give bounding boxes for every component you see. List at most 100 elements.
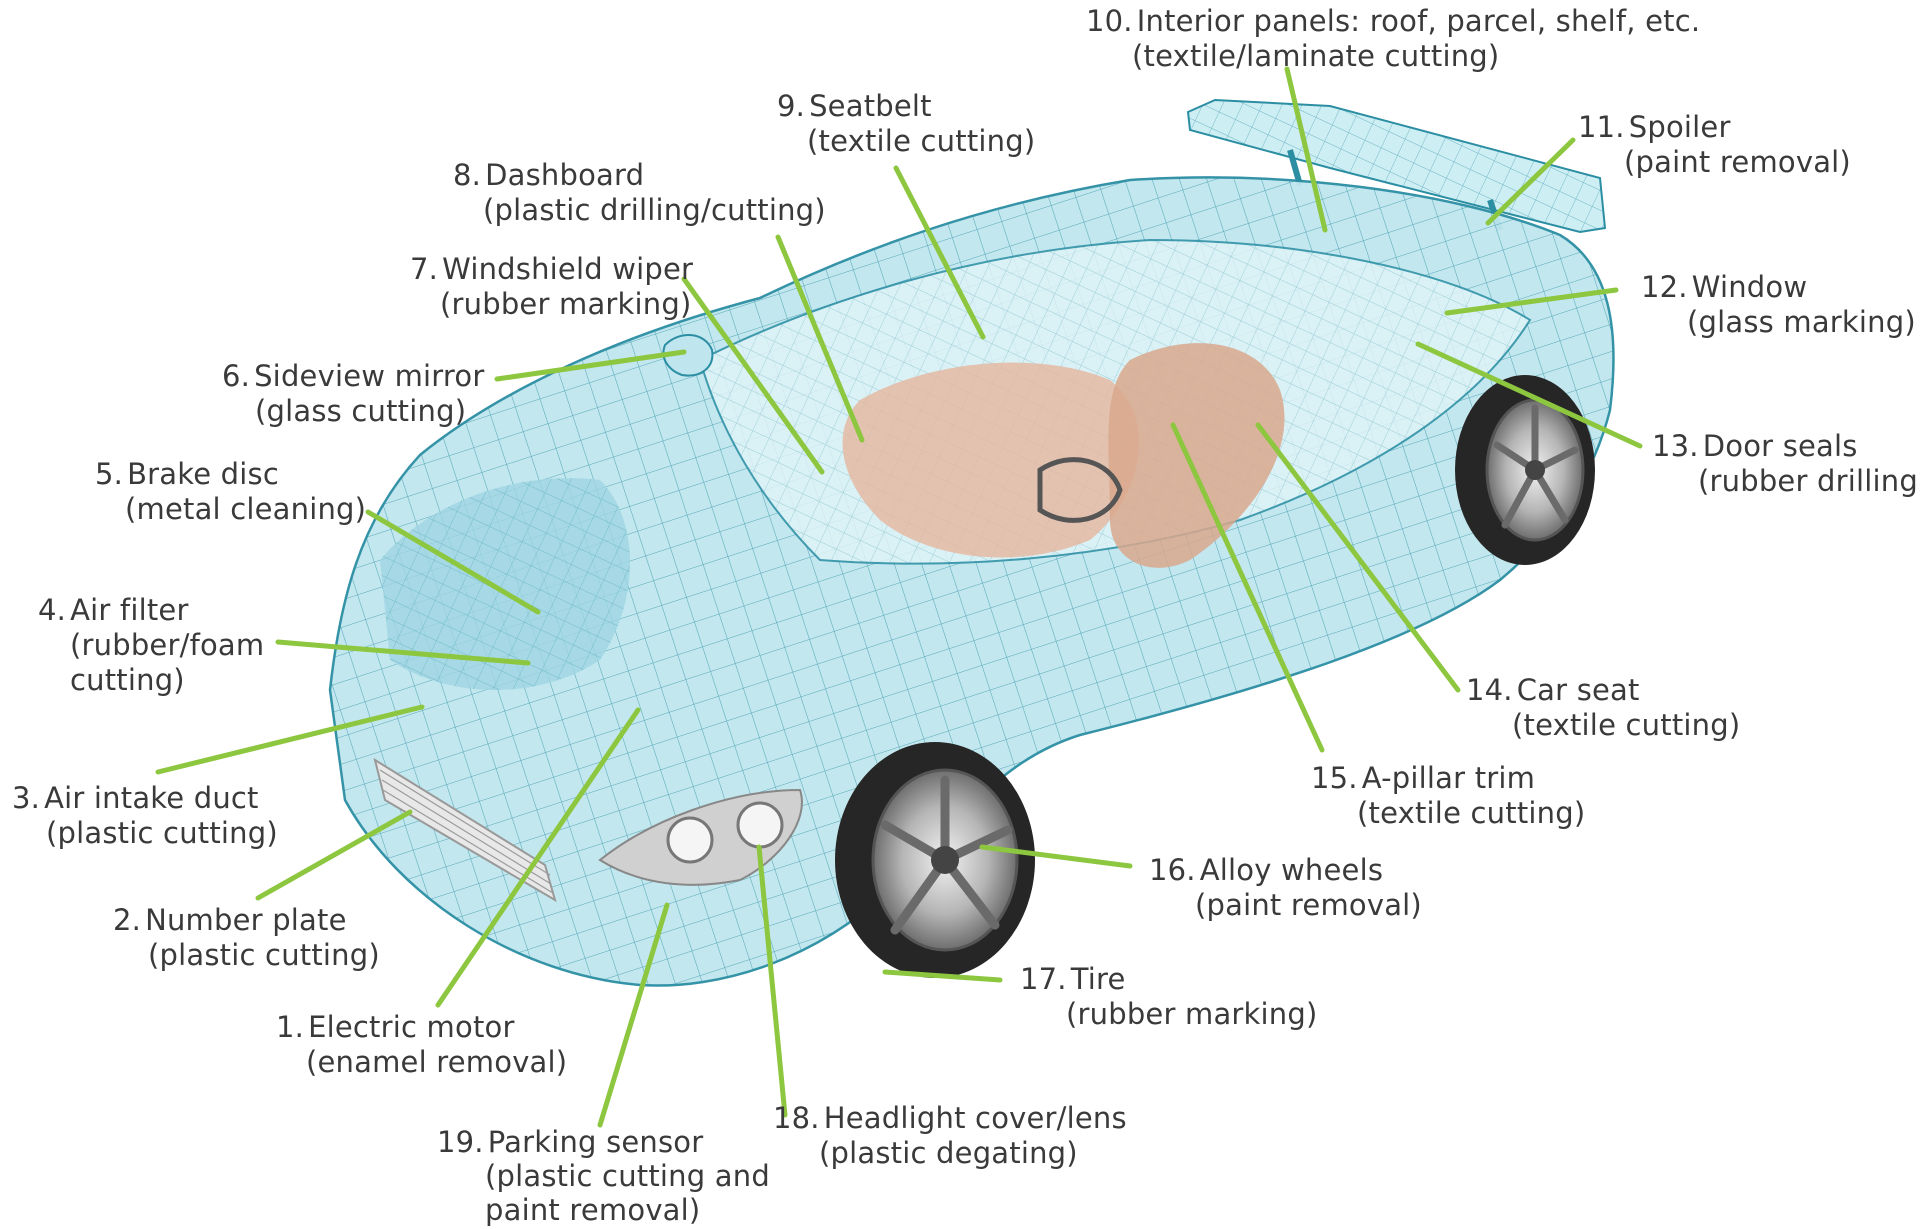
leader-10: [1284, 66, 1328, 233]
callout-subtitle: (textile cutting): [1357, 796, 1586, 830]
callout-title: Number plate: [145, 903, 347, 937]
callout-subtitle: (plastic drilling/cutting): [483, 193, 826, 227]
leader-11: [1485, 137, 1576, 226]
leader-3: [155, 704, 425, 775]
callout-title: Air filter: [70, 593, 189, 627]
callout-3: 3.Air intake duct (plastic cutting): [12, 781, 278, 851]
callout-14: 14.Car seat (textile cutting): [1466, 673, 1740, 743]
leader-6: [494, 349, 687, 382]
callout-title: Door seals: [1702, 429, 1858, 463]
callout-number: 4.: [38, 593, 67, 627]
callout-subtitle: (plastic degating): [819, 1136, 1078, 1170]
callout-title: Interior panels: roof, parcel, shelf, et…: [1136, 4, 1701, 38]
callout-title: Sideview mirror: [254, 359, 485, 393]
callout-number: 1.: [276, 1010, 305, 1044]
leader-8: [775, 234, 865, 443]
callout-number: 10.: [1086, 4, 1133, 38]
callout-subtitle: cutting): [70, 663, 185, 697]
leader-17: [882, 969, 1003, 983]
callout-1: 1.Electric motor (enamel removal): [276, 1010, 567, 1080]
callout-subtitle: (rubber marking): [1066, 997, 1318, 1031]
callout-subtitle: (glass cutting): [255, 394, 467, 428]
callout-subtitle: (plastic cutting and: [485, 1159, 770, 1193]
leader-5: [365, 509, 541, 615]
leader-13: [1415, 341, 1643, 449]
callout-number: 18.: [773, 1101, 820, 1135]
callout-title: Air intake duct: [44, 781, 259, 815]
callout-subtitle: (textile/laminate cutting): [1132, 39, 1500, 73]
callout-number: 16.: [1149, 853, 1196, 887]
callout-title: Alloy wheels: [1199, 853, 1384, 887]
leader-lines: [155, 66, 1643, 1128]
callout-title: Car seat: [1516, 673, 1640, 707]
callout-number: 3.: [12, 781, 41, 815]
callout-title: Seatbelt: [809, 89, 932, 123]
callout-title: Dashboard: [485, 158, 645, 192]
callout-number: 19.: [437, 1125, 484, 1159]
callout-number: 7.: [410, 252, 439, 286]
leader-7: [681, 276, 825, 475]
callout-subtitle: (paint removal): [1195, 888, 1422, 922]
callout-subtitle: (plastic cutting): [46, 816, 278, 850]
callout-subtitle: (plastic cutting): [148, 938, 380, 972]
callout-title: Window: [1691, 270, 1808, 304]
callout-title: Tire: [1070, 962, 1126, 996]
callout-number: 12.: [1641, 270, 1688, 304]
callout-number: 8.: [453, 158, 482, 192]
callout-title: Electric motor: [308, 1010, 515, 1044]
callout-number: 11.: [1578, 110, 1625, 144]
callout-subtitle: (metal cleaning): [125, 492, 367, 526]
callout-title: Headlight cover/lens: [823, 1101, 1127, 1135]
callout-subtitle: (textile cutting): [1512, 708, 1741, 742]
leader-16: [979, 844, 1133, 869]
leader-12: [1444, 287, 1619, 316]
leader-15: [1170, 422, 1325, 753]
leader-18: [756, 844, 788, 1118]
callout-16: 16.Alloy wheels (paint removal): [1149, 853, 1422, 923]
car-body-shape: [328, 176, 1615, 987]
callout-subtitle: (enamel removal): [306, 1045, 568, 1079]
callout-4: 4.Air filter (rubber/foam cutting): [38, 593, 264, 698]
callout-number: 14.: [1466, 673, 1513, 707]
callout-subtitle: (textile cutting): [807, 124, 1036, 158]
callout-19: 19.Parking sensor (plastic cutting and p…: [437, 1125, 770, 1227]
callout-12: 12.Window (glass marking): [1641, 270, 1916, 340]
callout-number: 15.: [1311, 761, 1358, 795]
callout-title: Windshield wiper: [442, 252, 694, 286]
callout-subtitle: (glass marking): [1687, 305, 1916, 339]
callout-subtitle: (paint removal): [1624, 145, 1851, 179]
callout-13: 13.Door seals (rubber drilling): [1652, 429, 1920, 499]
callout-5: 5.Brake disc (metal cleaning): [95, 457, 366, 527]
callout-title: A-pillar trim: [1361, 761, 1536, 795]
callout-number: 13.: [1652, 429, 1699, 463]
headlight-shape: [598, 788, 803, 886]
callout-title: Parking sensor: [487, 1125, 704, 1159]
callout-title: Spoiler: [1628, 110, 1731, 144]
callout-18: 18.Headlight cover/lens (plastic degatin…: [773, 1101, 1127, 1171]
callout-10: 10.Interior panels: roof, parcel, shelf,…: [1086, 4, 1700, 74]
callout-6: 6.Sideview mirror (glass cutting): [222, 359, 484, 429]
callout-number: 6.: [222, 359, 251, 393]
callout-number: 5.: [95, 457, 124, 491]
callout-11: 11.Spoiler (paint removal): [1578, 110, 1851, 180]
leader-9: [893, 165, 986, 340]
callout-8: 8.Dashboard (plastic drilling/cutting): [453, 158, 826, 228]
callout-subtitle: (rubber/foam: [70, 628, 265, 662]
leader-19: [597, 902, 670, 1128]
callout-9: 9.Seatbelt (textile cutting): [777, 89, 1035, 159]
callout-subtitle: (rubber drilling): [1698, 464, 1920, 498]
callout-17: 17.Tire (rubber marking): [1020, 962, 1318, 1032]
callout-number: 17.: [1020, 962, 1067, 996]
callout-2: 2.Number plate (plastic cutting): [113, 903, 380, 973]
callout-number: 2.: [113, 903, 142, 937]
callout-number: 9.: [777, 89, 806, 123]
callout-subtitle: paint removal): [485, 1193, 701, 1227]
callout-title: Brake disc: [127, 457, 280, 491]
leader-2: [255, 809, 413, 901]
front-wheel-shape: [835, 742, 1035, 978]
leader-1: [435, 707, 641, 1008]
callout-subtitle: (rubber marking): [440, 287, 692, 321]
callout-7: 7.Windshield wiper (rubber marking): [410, 252, 693, 322]
